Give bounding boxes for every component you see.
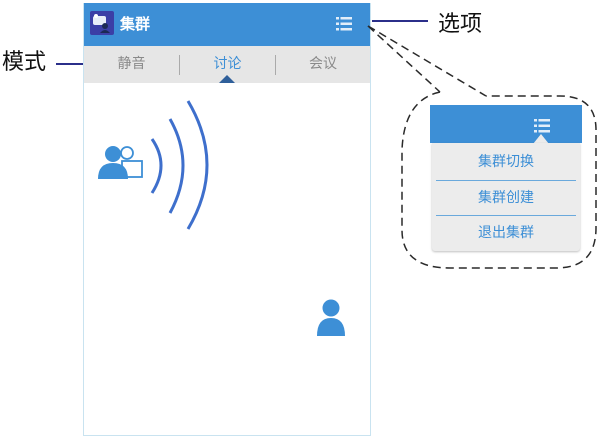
list-menu-icon [534,119,550,133]
menu-item-create-cluster[interactable]: 集群创建 [478,190,534,206]
phone-screen: 集群 静音 讨论 会议 [83,3,371,436]
tab-meeting[interactable]: 会议 [309,56,337,72]
sound-waves-icon [146,95,226,239]
menu-separator [436,180,576,181]
options-dropdown-menu: 集群切换 集群创建 退出集群 [432,143,580,251]
options-menu-button[interactable] [336,16,352,31]
user-icon [316,298,346,342]
list-menu-icon [336,17,352,31]
tab-mute[interactable]: 静音 [117,56,146,72]
menu-item-switch-cluster[interactable]: 集群切换 [478,154,534,170]
app-title: 集群 [120,15,151,33]
menu-item-exit-cluster[interactable]: 退出集群 [478,225,534,241]
tab-divider [275,55,276,75]
dropdown-pointer [533,134,549,144]
mode-callout-line [56,63,84,65]
tab-divider [179,55,180,75]
mode-annotation-label: 模式 [2,50,47,75]
mode-tab-bar: 静音 讨论 会议 [84,46,370,83]
options-annotation-label: 选项 [438,12,483,37]
app-header: 集群 [84,3,370,46]
group-user-speaking-icon [96,141,146,189]
options-callout-line [372,20,428,22]
options-menu-button[interactable] [534,118,550,137]
inset-header [430,105,582,143]
tab-discussion[interactable]: 讨论 [213,56,242,72]
menu-separator [436,215,576,216]
active-tab-indicator [219,75,235,83]
app-logo-icon [90,11,114,35]
